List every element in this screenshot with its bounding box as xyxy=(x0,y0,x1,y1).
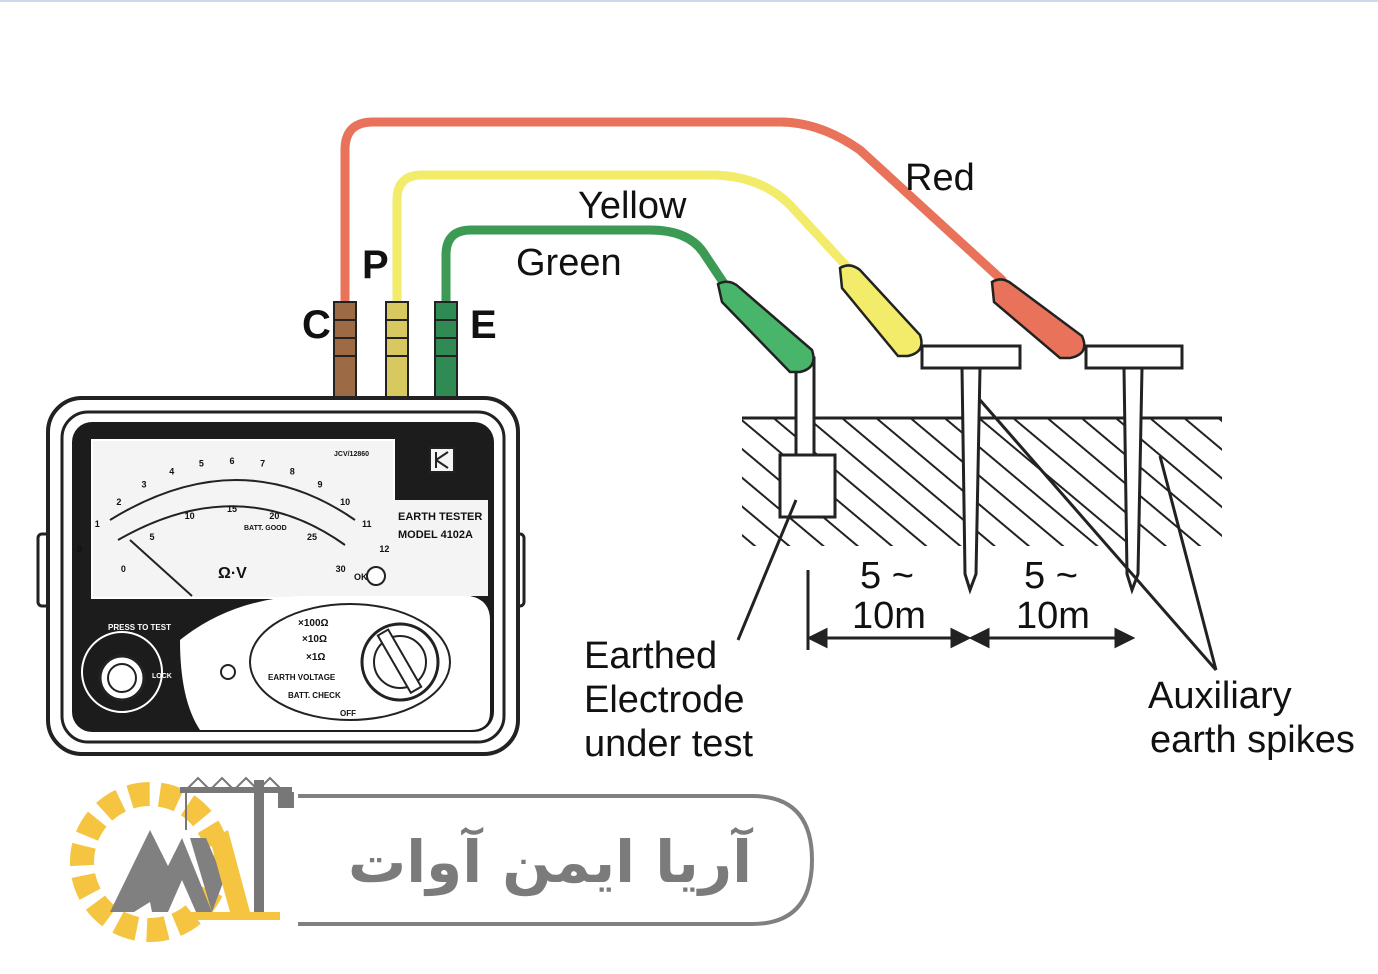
distance-1-line1: 5 ~ xyxy=(860,555,914,597)
plug-p xyxy=(385,301,409,399)
yellow-wire-label: Yellow xyxy=(578,185,687,227)
meter-needle xyxy=(129,539,193,597)
ok-lamp-icon xyxy=(366,566,386,586)
scale-upper-tick-10: 10 xyxy=(340,497,350,507)
scale-upper-tick-9: 9 xyxy=(317,480,322,490)
kyoritsu-logo-icon xyxy=(429,447,455,473)
auxiliary-spike-c xyxy=(1084,344,1184,595)
electrode-label-line2: Electrode xyxy=(584,679,745,721)
brand-logo xyxy=(70,776,294,942)
meter-units: Ω·V xyxy=(218,565,247,582)
auxiliary-spike-p xyxy=(920,344,1022,595)
spikes-label-line2: earth spikes xyxy=(1150,719,1355,761)
green-wire xyxy=(441,225,730,307)
spikes-label-line1: Auxiliary xyxy=(1148,675,1292,717)
scale-upper-tick-11: 11 xyxy=(362,519,372,529)
distance-2-line1: 5 ~ xyxy=(1024,555,1078,597)
distance-marker-2 xyxy=(968,627,1136,649)
plug-e xyxy=(434,301,458,399)
meter-serial: JCV/12860 xyxy=(334,451,369,458)
meter-ok-label: OK xyxy=(354,572,368,582)
yellow-clip xyxy=(838,264,923,358)
distance-marker-1 xyxy=(806,570,972,650)
range-x1[interactable]: ×1Ω xyxy=(306,652,325,663)
distance-1-line2: 10m xyxy=(852,595,926,637)
scale-lower-tick-2: 10 xyxy=(185,511,195,521)
earth-tester-meter xyxy=(36,396,526,756)
indicator-lamp-icon xyxy=(220,664,236,680)
spikes-pointer xyxy=(978,399,1218,671)
range-batt-check[interactable]: BATT. CHECK xyxy=(288,691,341,700)
scale-upper-tick-12: 12 xyxy=(379,544,389,554)
electrode-label-line1: Earthed xyxy=(584,635,717,677)
meter-model-line1: EARTH TESTER xyxy=(398,511,482,523)
scale-upper-tick-8: 8 xyxy=(290,467,295,477)
range-x10[interactable]: ×10Ω xyxy=(302,634,327,645)
scale-upper-tick-5: 5 xyxy=(199,459,204,469)
scale-lower-labels: 0 5 10 15 20 25 30 xyxy=(121,504,346,574)
ce-mark: CE xyxy=(456,697,479,714)
terminal-e-label: E xyxy=(470,303,497,347)
terminal-p-label: P xyxy=(362,243,389,287)
green-clip xyxy=(716,280,815,374)
red-wire xyxy=(340,117,1007,307)
range-earth-voltage[interactable]: EARTH VOLTAGE xyxy=(268,673,336,682)
scale-upper-tick-4: 4 xyxy=(169,467,174,477)
earthed-electrode xyxy=(778,356,837,519)
meter-model-line2: MODEL 4102A xyxy=(398,529,473,541)
terminal-c-label: C xyxy=(302,303,331,347)
test-function-label: TEST FUNCTION xyxy=(208,715,272,724)
scale-lower-tick-5: 25 xyxy=(307,532,317,542)
green-wire-label: Green xyxy=(516,242,622,284)
scale-upper-tick-1: 1 xyxy=(95,519,100,529)
scale-upper-tick-7: 7 xyxy=(260,459,265,469)
scale-lower-tick-1: 5 xyxy=(149,532,154,542)
distance-2-line2: 10m xyxy=(1016,595,1090,637)
scale-lower-tick-4: 20 xyxy=(269,511,279,521)
scale-upper-tick-3: 3 xyxy=(141,480,146,490)
scale-lower-tick-0: 0 xyxy=(121,564,126,574)
yellow-wire xyxy=(392,170,855,307)
red-wire-label: Red xyxy=(905,157,975,199)
lock-label: LOCK xyxy=(152,673,172,680)
plug-c xyxy=(333,301,357,399)
scale-upper-tick-2: 2 xyxy=(116,497,121,507)
press-to-test-label: PRESS TO TEST xyxy=(108,623,171,632)
scale-lower-tick-3: 15 xyxy=(227,504,237,514)
red-clip xyxy=(990,278,1086,360)
scale-lower-tick-6: 30 xyxy=(336,564,346,574)
range-x100[interactable]: ×100Ω xyxy=(298,618,329,629)
scale-upper-tick-6: 6 xyxy=(229,456,234,466)
meter-scale-note: BATT. GOOD xyxy=(244,525,287,532)
scale-upper-tick-0: 0 xyxy=(77,544,82,554)
indicator-label: MEASUREMENT xyxy=(192,655,248,662)
range-off[interactable]: OFF xyxy=(340,709,356,718)
electrode-label-line3: under test xyxy=(584,723,753,765)
brand-capsule xyxy=(298,794,815,926)
brand-name: آریا ایمن آوات xyxy=(347,828,753,896)
electrode-pointer xyxy=(736,499,798,641)
